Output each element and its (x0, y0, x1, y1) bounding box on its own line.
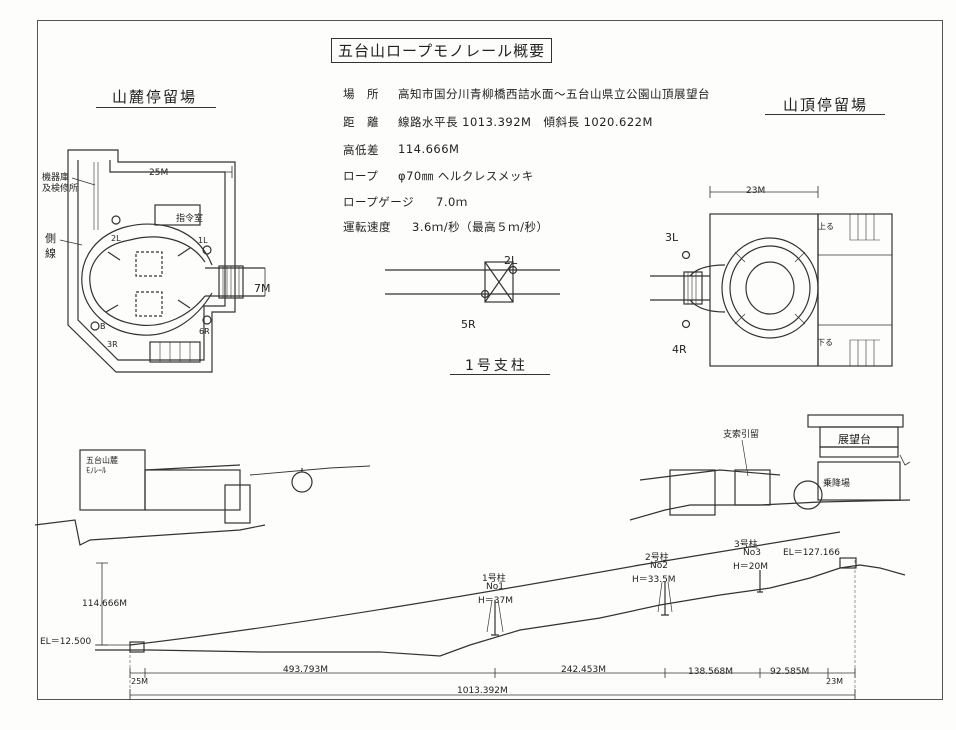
machine-room-label: 機器庫 (42, 173, 70, 183)
pillar1-name: 1号柱 (482, 574, 506, 584)
spec-location-key: 場 所 (343, 87, 379, 101)
summit-width-label: 23M (746, 186, 766, 196)
spec-gauge-key: ロープゲージ (343, 195, 415, 209)
summit-up-label: 上る (818, 222, 834, 231)
main-title: 五台山ロープモノレール概要 (331, 38, 553, 63)
el-base-label: EL＝12.500 (40, 637, 92, 647)
height-diff-label: 114.666M (82, 599, 127, 609)
spec-height-key: 高低差 (343, 143, 379, 157)
spec-location-value: 高知市国分川青柳橋西詰水面～五台山県立公園山頂展望台 (398, 87, 710, 101)
spec-gauge-value: 7.0ｍ (436, 195, 468, 209)
pillar1-underline (450, 374, 550, 375)
pillar1-right-label: 5R (461, 318, 476, 331)
pillar3-no: No3 (743, 548, 761, 558)
pillar2-height: H＝33.5M (632, 575, 676, 585)
base-sign-line2: ﾓﾉﾚｰﾙ (86, 466, 106, 475)
base-width-label: 25M (149, 168, 169, 178)
repair-shop-label: 及検修所 (42, 184, 79, 194)
pillar1-title: 1号支柱 (465, 358, 528, 374)
pillar1-plan (385, 261, 560, 303)
span-242m: 242.453M (561, 665, 606, 675)
el-top-label: EL＝127.166 (783, 548, 840, 558)
total-length-label: 1013.392M (457, 686, 508, 696)
summit-elevation (629, 414, 911, 521)
base-label-b: B (100, 322, 106, 331)
summit-station-heading: 山頂停留場 (783, 96, 869, 114)
observation-deck-label: 展望台 (838, 433, 871, 446)
spec-speed-key: 運転速度 (343, 220, 391, 234)
summit-label-4r: 4R (672, 343, 687, 356)
side-line-label-1: 側 (45, 232, 56, 245)
span-138m: 138.568M (688, 667, 733, 677)
base-sign-line1: 五台山麓 (86, 456, 118, 465)
base-elevation (34, 449, 371, 546)
spec-distance-value: 線路水平長 1013.392M 傾斜長 1020.622M (398, 115, 653, 129)
base-station-plan (59, 149, 266, 373)
boarding-label: 乗降場 (823, 479, 851, 489)
base-gauge-label: 7M (254, 282, 271, 295)
side-line-label-2: 線 (45, 247, 56, 260)
pillar3-name: 3号柱 (734, 540, 758, 550)
summit-heading-underline (765, 114, 885, 115)
spec-rope-value: φ70㎜ ヘルクレスメッキ (398, 169, 534, 183)
span-25m: 25M (131, 677, 149, 686)
longitudinal-profile (95, 531, 906, 700)
rope-tension-label: 支索引留 (723, 430, 760, 440)
base-label-1l: 1L (198, 236, 208, 245)
base-station-heading: 山麓停留場 (112, 88, 198, 106)
base-label-2l: 2L (111, 234, 121, 243)
pillar2-no: No2 (650, 561, 668, 571)
sheet-border (37, 20, 943, 700)
summit-label-3l: 3L (665, 231, 679, 244)
pillar1-left-label: 2L (504, 254, 518, 267)
base-heading-underline (96, 107, 216, 108)
spec-height-value: 114.666M (398, 142, 460, 156)
spec-speed-value: 3.6ｍ/秒（最高５ｍ/秒） (412, 220, 549, 234)
spec-rope-key: ロープ (343, 169, 379, 183)
span-92m: 92.585M (770, 667, 810, 677)
pillar2-name: 2号柱 (645, 553, 669, 563)
span-23m: 23M (826, 677, 844, 686)
base-label-3r: 3R (107, 340, 118, 349)
spec-distance-key: 距 離 (343, 115, 379, 129)
span-493m: 493.793M (283, 665, 328, 675)
command-room-label: 指令室 (176, 214, 204, 224)
pillar1-no: No1 (486, 582, 504, 592)
pillar3-height: H＝20M (733, 562, 768, 572)
summit-down-label: 下る (817, 338, 833, 347)
summit-station-plan (650, 186, 893, 367)
